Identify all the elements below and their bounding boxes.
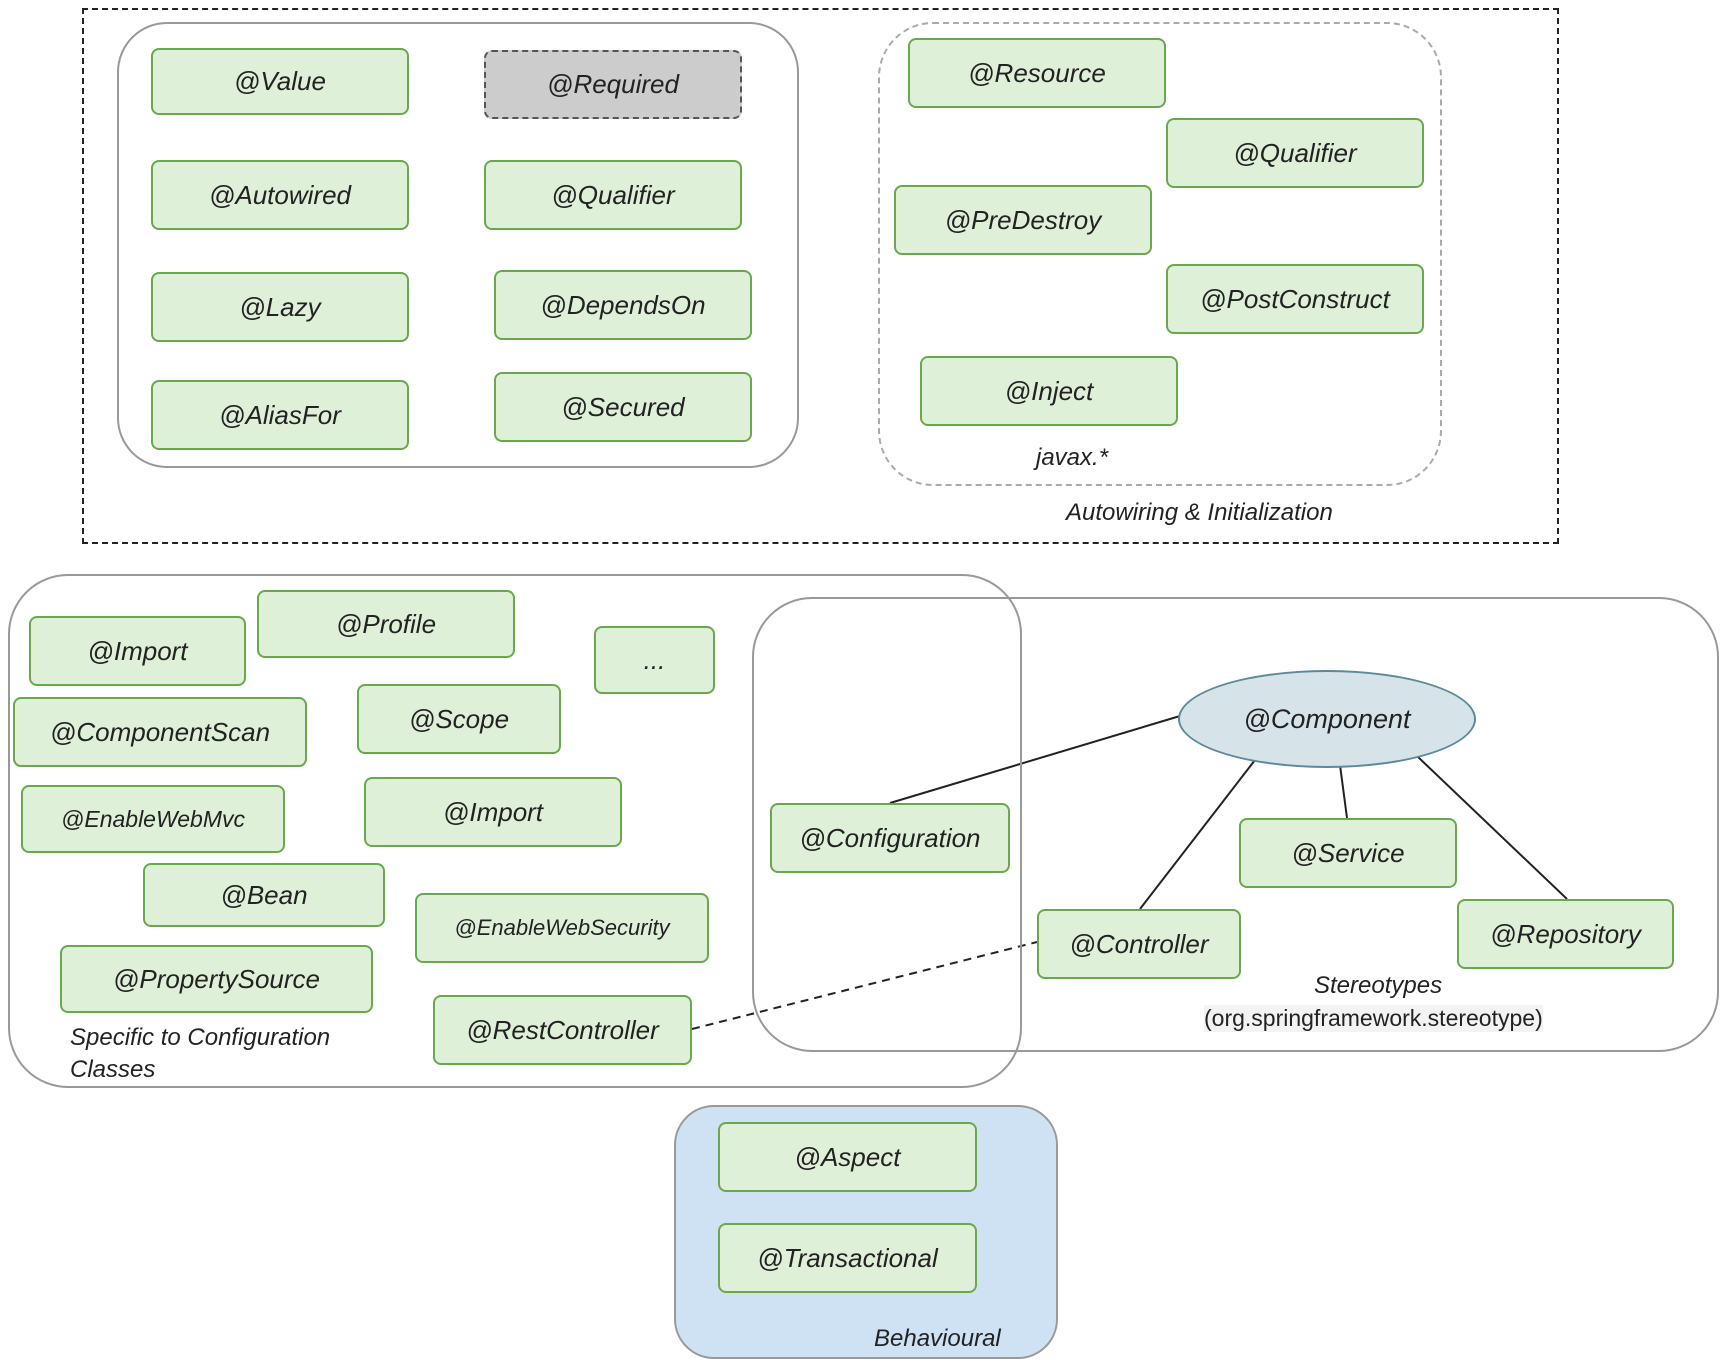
behavioural-label: Behavioural [874, 1325, 1001, 1352]
annotation-componentscan: @ComponentScan [13, 697, 307, 767]
annotation-more: ... [594, 626, 715, 694]
annotation-autowired: @Autowired [151, 160, 409, 230]
edge-component-configuration [889, 715, 1181, 804]
annotation-lazy: @Lazy [151, 272, 409, 342]
annotation-value: @Value [151, 48, 409, 115]
autowiring-label: Autowiring & Initialization [1066, 499, 1333, 526]
annotation-import-2: @Import [364, 777, 622, 847]
annotation-bean: @Bean [143, 863, 385, 927]
configuration-label-line1: Specific to Configuration [70, 1024, 331, 1051]
edge-component-service [1339, 764, 1348, 819]
annotation-inject: @Inject [920, 356, 1178, 426]
stereotypes-label: Stereotypes [1314, 972, 1443, 999]
edge-component-repository [1417, 756, 1568, 900]
autowiring-group [82, 8, 1559, 544]
annotation-aspect: @Aspect [718, 1122, 977, 1192]
annotation-qualifier: @Qualifier [484, 160, 742, 230]
stereotypes-package-label: (org.springframework.stereotype) [1204, 1005, 1543, 1032]
javax-label: javax.* [1036, 444, 1109, 471]
annotation-profile: @Profile [257, 590, 515, 658]
edge-restcontroller-controller [691, 941, 1038, 1030]
annotation-propertysource: @PropertySource [60, 945, 373, 1013]
annotation-configuration: @Configuration [770, 803, 1010, 873]
edge-component-controller [1139, 759, 1256, 910]
annotation-restcontroller: @RestController [433, 995, 692, 1065]
annotation-secured: @Secured [494, 372, 752, 442]
annotation-enablewebsecurity: @EnableWebSecurity [415, 893, 709, 963]
annotation-resource: @Resource [908, 38, 1166, 108]
configuration-group [8, 574, 1022, 1088]
autowiring-core-group [117, 22, 799, 468]
stereotypes-group [752, 597, 1719, 1052]
annotation-scope: @Scope [357, 684, 561, 754]
annotation-service: @Service [1239, 818, 1457, 888]
configuration-label-line2: Classes [70, 1056, 156, 1083]
javax-group [878, 22, 1442, 486]
annotation-dependson: @DependsOn [494, 270, 752, 340]
annotation-predestroy: @PreDestroy [894, 185, 1152, 255]
annotation-required: @Required [484, 50, 742, 119]
annotation-controller: @Controller [1037, 909, 1241, 979]
annotation-transactional: @Transactional [718, 1223, 977, 1293]
annotation-enablewebmvc: @EnableWebMvc [21, 785, 285, 853]
annotation-javax-qualifier: @Qualifier [1166, 118, 1424, 188]
annotation-repository: @Repository [1457, 899, 1674, 969]
annotation-import: @Import [29, 616, 246, 686]
annotation-component: @Component [1178, 670, 1476, 768]
annotation-postconstruct: @PostConstruct [1166, 264, 1424, 334]
annotation-aliasfor: @AliasFor [151, 380, 409, 450]
